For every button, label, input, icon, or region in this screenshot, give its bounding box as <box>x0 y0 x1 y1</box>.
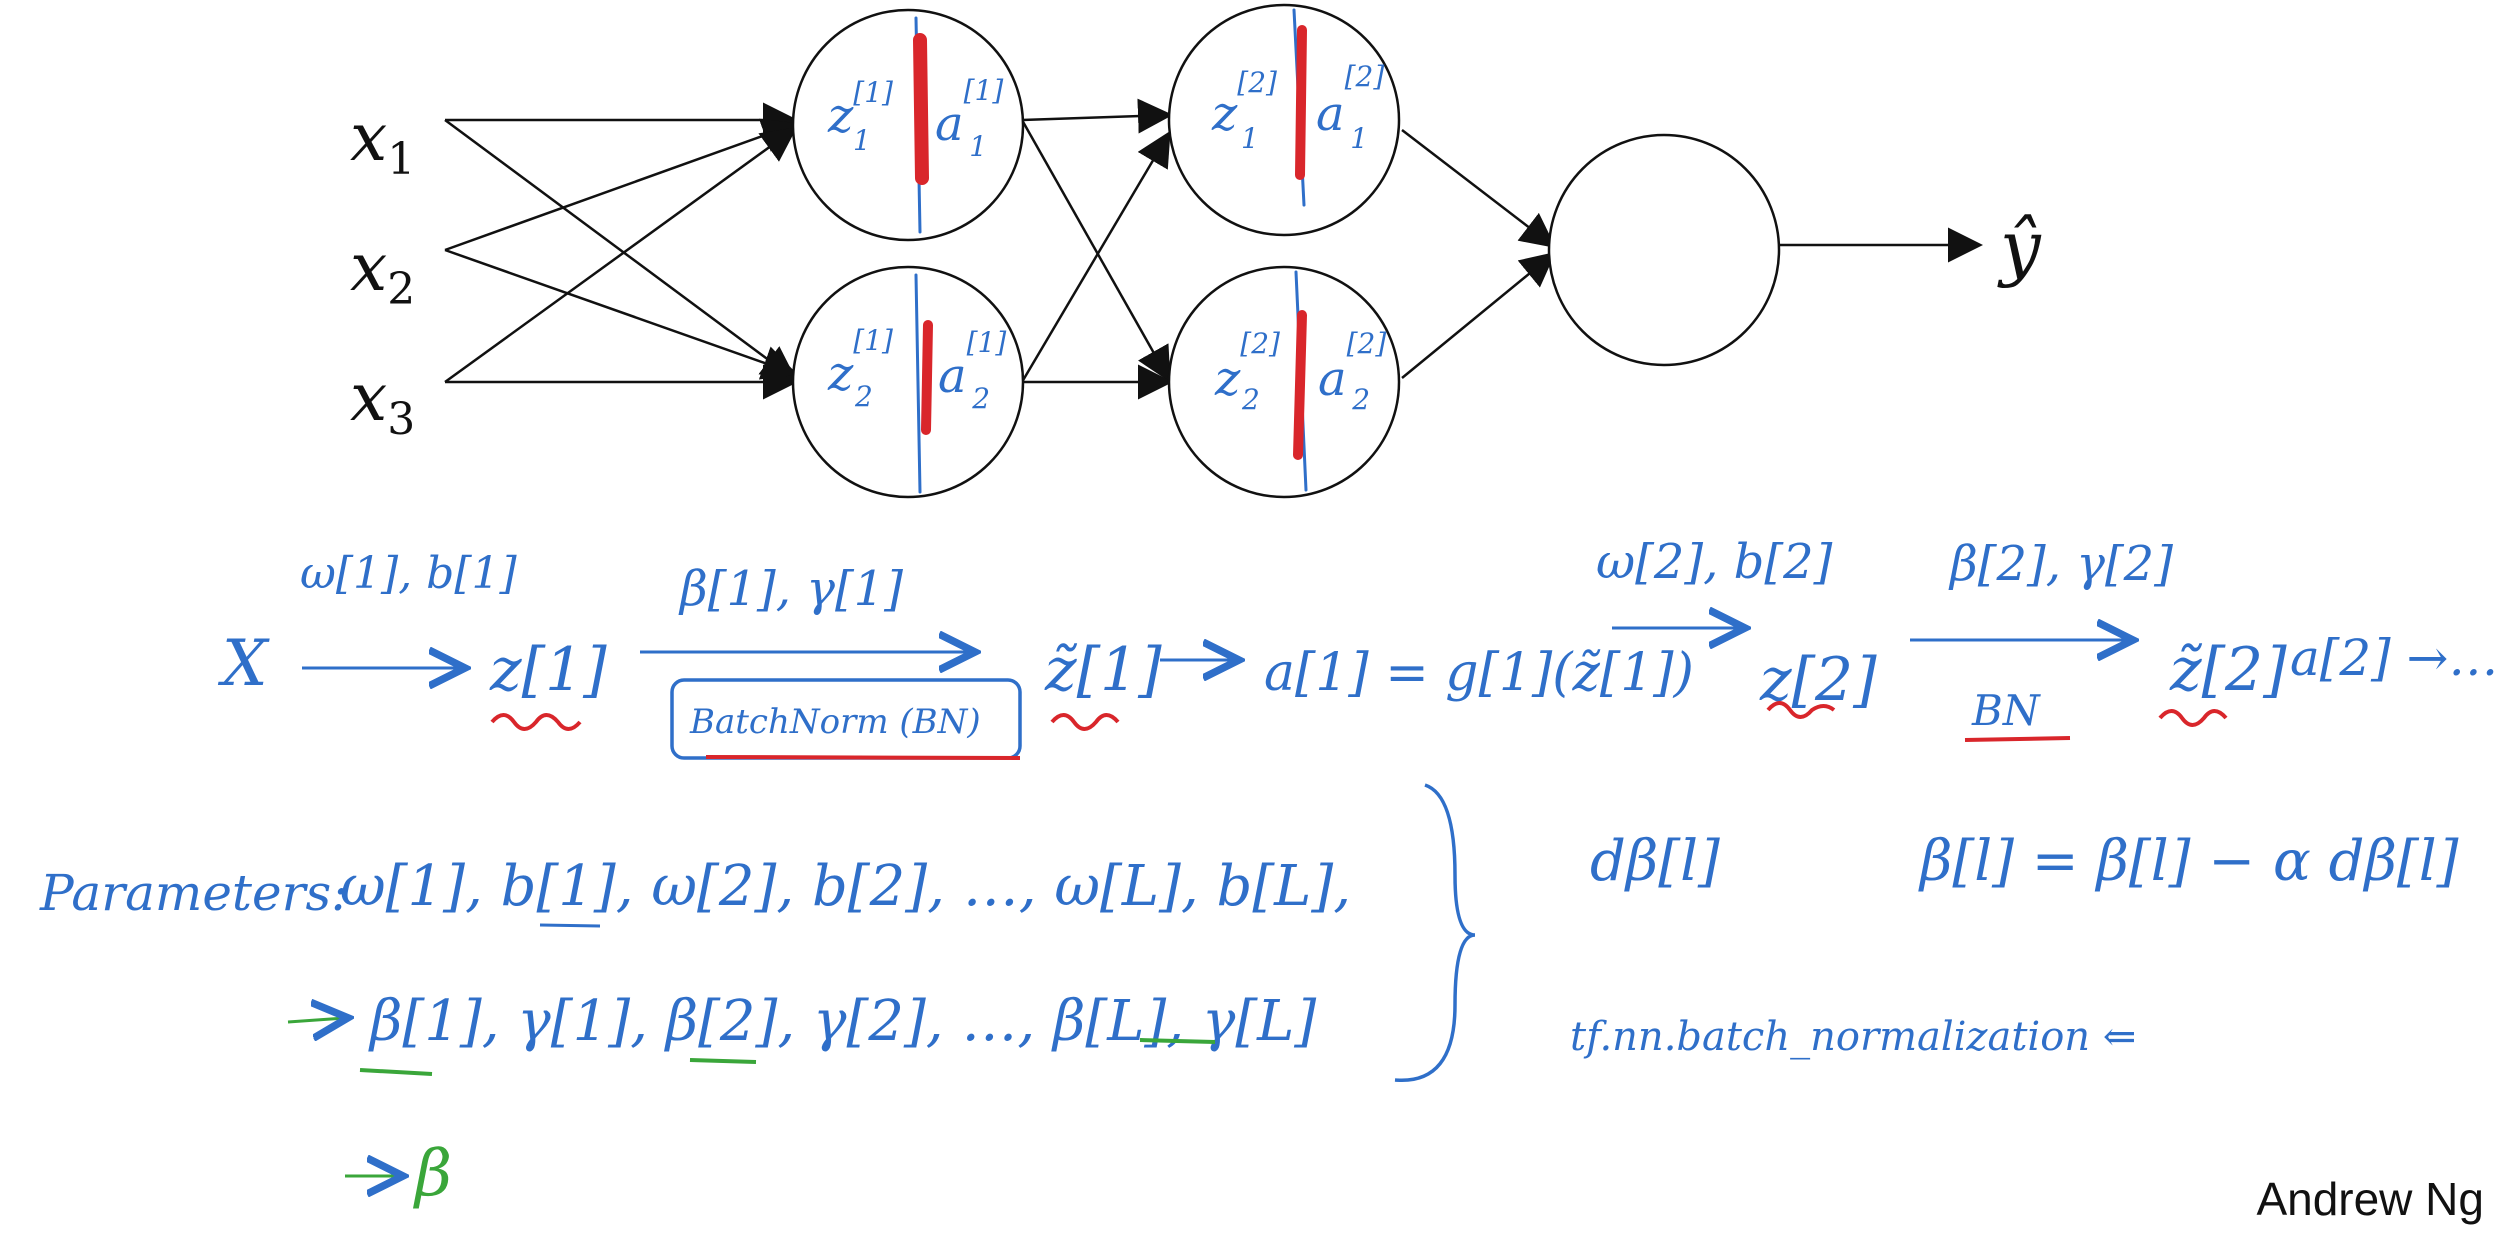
arrow-beta-label: β <box>413 1137 452 1211</box>
underline-bn-box <box>705 755 1021 760</box>
credit: Andrew Ng <box>2256 1173 2484 1225</box>
edge-h1-g2 <box>1020 119 1171 383</box>
node3-z: z[2]1 <box>1211 66 1277 155</box>
underline-ztilde2 <box>2158 709 2228 727</box>
edge-x2-h2 <box>444 248 798 380</box>
edge-x1-h2 <box>444 118 798 381</box>
update-dbeta: dβ[l] <box>1590 829 1720 894</box>
input-x1: x1 <box>350 99 415 185</box>
node-layer1-1 <box>791 8 1025 242</box>
flow-beta1gamma1: β[1], γ[1] <box>678 561 903 617</box>
flow-x: X <box>217 627 270 701</box>
strike-beta1 <box>359 1068 433 1076</box>
edge-g1-out <box>1401 129 1556 249</box>
strike-betaL <box>1139 1038 1216 1044</box>
underline-z1 <box>490 713 582 731</box>
edge-h2-g1 <box>1020 130 1171 383</box>
node4-z: z[2]2 <box>1214 327 1280 416</box>
node-layer1-2 <box>791 265 1025 499</box>
flow-a1-eq: a[1] = g[1](z̃[1]) <box>1264 643 1694 703</box>
arrow-row2 <box>287 1018 345 1022</box>
flow-w1b1: ω[1], b[1] <box>300 548 518 599</box>
update-tf: tf.nn.batch_normalization ⇐ <box>1570 1014 2136 1060</box>
node2-z: z[1]2 <box>827 324 893 413</box>
update-block: dβ[l] β[l] = β[l] − α dβ[l] tf.nn.batch_… <box>1570 829 2459 1060</box>
node4-a: a[2]2 <box>1318 327 1386 416</box>
parameters-label: Parameters: <box>39 864 348 922</box>
network-inputs: x1 x2 x3 <box>350 99 415 445</box>
edge-x3-h1 <box>444 127 798 384</box>
input-x3: x3 <box>350 359 415 445</box>
flow-row: X ω[1], b[1] z[1] β[1], γ[1] BatchNorm (… <box>217 534 2498 760</box>
brace <box>1394 783 1476 1082</box>
node-layer2-2 <box>1167 265 1401 499</box>
edge-h1-g1 <box>1021 98 1173 134</box>
flow-a2: a[2] →… <box>2290 629 2498 687</box>
flow-bn: BN <box>1971 686 2041 735</box>
flow-beta2gamma2: β[2], γ[2] <box>1948 536 2173 592</box>
strike-beta2 <box>689 1058 757 1064</box>
node-splits <box>913 8 1308 494</box>
node-labels: z[1]1 a[1]1 z[1]2 a[1]2 z[2]1 a[2]1 z[2]… <box>827 60 1386 416</box>
output-yhat: ŷ <box>1997 205 2042 289</box>
update-rule: β[l] = β[l] − α dβ[l] <box>1918 829 2459 894</box>
network-nodes <box>791 3 1781 499</box>
underline-bn <box>1964 736 2071 742</box>
node2-a: a[1]2 <box>938 326 1006 415</box>
node-layer2-1 <box>1167 3 1401 237</box>
input-x2: x2 <box>350 229 415 315</box>
node3-a: a[2]1 <box>1316 60 1384 155</box>
flow-z1: z[1] <box>489 635 607 705</box>
parameters-row1: ω[1], b[1], ω[2], b[2], …, ω[L], b[L], <box>340 854 1351 919</box>
edge-g2-out <box>1401 251 1556 379</box>
parameters-row2: β[1], γ[1], β[2], γ[2], …, β[L], γ[L] <box>368 989 1316 1054</box>
edge-x2-h1 <box>444 118 798 252</box>
parameters-block: Parameters: ω[1], b[1], ω[2], b[2], …, ω… <box>39 783 1476 1211</box>
batchnorm-label: BatchNorm (BN) <box>689 702 981 742</box>
node-output <box>1547 133 1781 367</box>
node1-a: a[1]1 <box>935 74 1003 163</box>
flow-ztilde2: z̃[2] <box>2169 635 2287 705</box>
underline-ztilde1 <box>1050 713 1120 731</box>
flow-ztilde1: z̃[1] <box>1044 635 1162 705</box>
flow-w2b2: ω[2], b[2] <box>1596 534 1833 590</box>
underline-z2 <box>1766 701 1836 719</box>
underline-b1 <box>539 923 601 928</box>
network-edges <box>444 98 1983 400</box>
node1-z: z[1]1 <box>827 76 893 157</box>
